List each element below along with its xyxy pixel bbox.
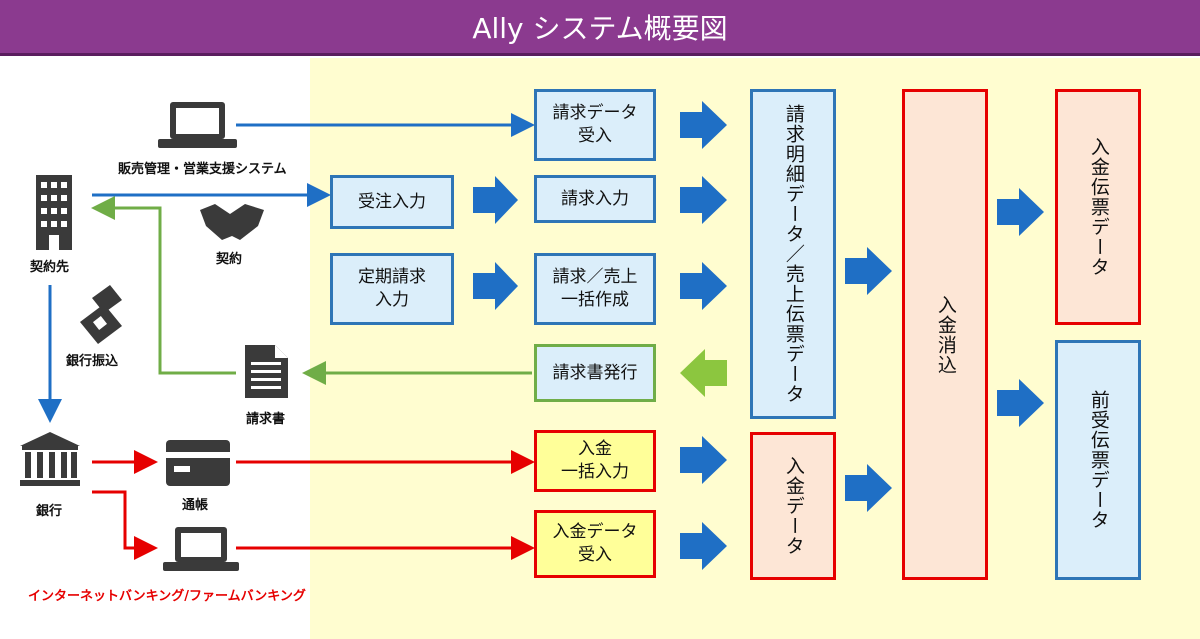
- block-arrow: [845, 247, 892, 295]
- block-arrow: [680, 176, 727, 224]
- document-icon: [245, 345, 288, 398]
- box-request-data-import: 請求データ 受入: [534, 89, 656, 161]
- box-invoice-issue: 請求書発行: [534, 344, 656, 402]
- block-arrow: [680, 262, 727, 310]
- block-arrow: [845, 464, 892, 512]
- page-title: Ally システム概要図: [0, 0, 1200, 56]
- label-customer: 契約先: [30, 260, 70, 275]
- box-deposit-bulk-entry: 入金 一括入力: [534, 430, 656, 492]
- label-invoice: 請求書: [246, 412, 286, 427]
- block-arrow: [473, 176, 518, 224]
- label-sales-system: 販売管理・営業支援システム: [118, 162, 287, 177]
- box-bulk-create: 請求／売上 一括作成: [534, 253, 656, 325]
- money-envelope-icon: [80, 285, 122, 344]
- line-invoice-to-customer: [91, 196, 236, 375]
- box-deposit-data-import: 入金データ 受入: [534, 510, 656, 578]
- box-periodic-request: 定期請求 入力: [330, 253, 454, 325]
- block-arrow: [680, 101, 727, 149]
- line-bank-to-netbank: [92, 490, 158, 560]
- label-bank: 銀行: [36, 504, 63, 519]
- laptop-icon-netbank: [163, 527, 239, 571]
- block-arrow: [473, 262, 518, 310]
- block-arrows: [473, 101, 1044, 570]
- box-request-entry: 請求入力: [534, 175, 656, 223]
- flow-lines: [38, 113, 535, 560]
- label-passbook: 通帳: [182, 498, 209, 513]
- block-arrow-green: [680, 349, 727, 397]
- box-order-entry: 受注入力: [330, 175, 454, 229]
- laptop-icon: [158, 102, 237, 148]
- box-deposit-clearing: 入金消込: [902, 89, 988, 580]
- label-contract: 契約: [216, 252, 243, 267]
- title-text: Ally システム概要図: [472, 11, 728, 45]
- block-arrow: [997, 188, 1044, 236]
- box-deposit-data: 入金データ: [750, 432, 836, 580]
- handshake-icon: [200, 204, 264, 240]
- label-bank-transfer: 銀行振込: [66, 354, 119, 369]
- box-advance-slip-data: 前受伝票データ: [1055, 340, 1141, 580]
- block-arrow: [680, 522, 727, 570]
- passbook-icon: [166, 440, 230, 486]
- label-internet-banking: インターネットバンキング/ファームバンキング: [28, 589, 306, 604]
- building-icon: [36, 175, 72, 250]
- block-arrow: [997, 379, 1044, 427]
- block-arrow: [680, 436, 727, 484]
- box-invoice-detail-data: 請求明細データ／売上伝票データ: [750, 89, 836, 419]
- box-deposit-slip-data: 入金伝票データ: [1055, 89, 1141, 325]
- bank-icon: [20, 432, 80, 486]
